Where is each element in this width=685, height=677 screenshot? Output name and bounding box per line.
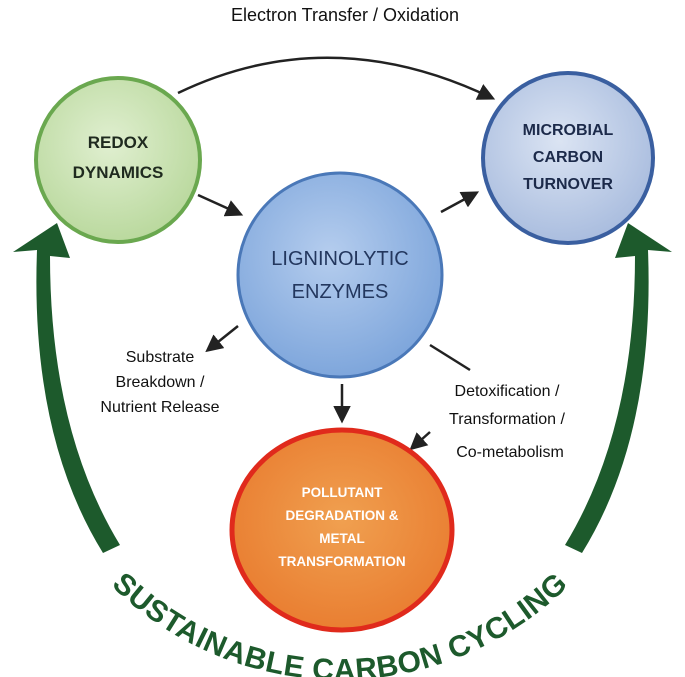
redox-line-2: DYNAMICS [73,163,164,182]
right-label-line-2: Transformation / [449,411,565,428]
right-label-line-1: Detoxification / [455,383,560,400]
pollutant-line-2: DEGRADATION & [286,508,399,523]
cycle-arrow-left [13,223,120,553]
arrow-right-label-to-pollutant [409,431,431,451]
top-arrow-label: Electron Transfer / Oxidation [231,5,459,25]
pollutant-line-3: METAL [319,531,365,546]
arrow-ligninolytic-to-microbial [440,191,480,214]
ligninolytic-line-2: ENZYMES [292,281,389,303]
left-label-line-3: Nutrient Release [100,399,219,416]
left-label-line-2: Breakdown / [116,374,205,391]
right-label: Detoxification / Transformation / Co-met… [449,383,565,461]
left-label: Substrate Breakdown / Nutrient Release [100,349,219,416]
redox-line-1: REDOX [88,133,149,152]
node-ligninolytic-enzymes: LIGNINOLYTIC ENZYMES [236,171,444,379]
node-microbial-carbon-turnover: MICROBIAL CARBON TURNOVER [481,71,655,245]
connector-ligninolytic-to-right-label [429,343,471,372]
pollutant-line-1: POLLUTANT [302,485,383,500]
microbial-line-1: MICROBIAL [523,122,614,139]
node-redox-dynamics: REDOX DYNAMICS [34,76,202,244]
ligninolytic-line-1: LIGNINOLYTIC [271,248,408,270]
microbial-line-2: CARBON [533,149,603,166]
cycle-arrow-right [565,223,672,553]
arrow-redox-to-ligninolytic [197,193,244,217]
arrow-redox-to-microbial [177,56,496,100]
microbial-line-3: TURNOVER [523,176,613,193]
pollutant-line-4: TRANSFORMATION [278,554,405,569]
node-pollutant-degradation: POLLUTANT DEGRADATION & METAL TRANSFORMA… [229,427,455,633]
left-label-line-1: Substrate [126,349,195,366]
arrow-ligninolytic-to-left-label [205,325,239,353]
right-label-line-3: Co-metabolism [456,444,564,461]
